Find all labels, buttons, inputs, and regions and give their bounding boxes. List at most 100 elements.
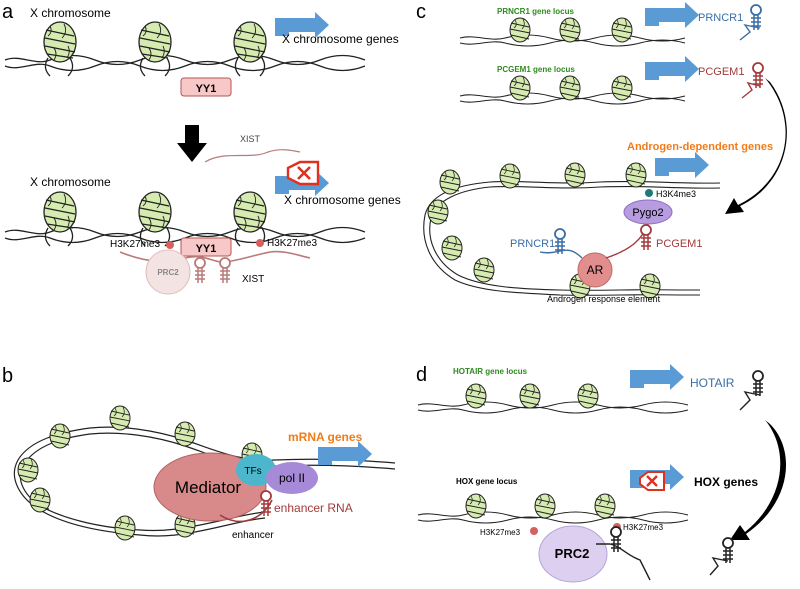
nucleosome-b3 bbox=[174, 421, 196, 447]
nucleosome-b6 bbox=[114, 515, 136, 541]
c-locus2-label: PCGEM1 gene locus bbox=[497, 65, 575, 74]
yy1-box-top bbox=[180, 77, 232, 97]
curved-arrow-c bbox=[725, 78, 787, 214]
b-tfs-label: TFs bbox=[244, 466, 261, 477]
yy1-label-bottom: YY1 bbox=[196, 243, 217, 255]
a-prc2-label: PRC2 bbox=[157, 268, 179, 277]
nucleosome-d4 bbox=[465, 493, 487, 519]
c-rna2-shape bbox=[741, 62, 764, 99]
c-rna1-shape bbox=[739, 4, 762, 41]
prc2-blob-d bbox=[538, 525, 608, 583]
nucleosome-b1 bbox=[49, 423, 71, 449]
h3k27me3-dot-d-left bbox=[530, 527, 538, 535]
nucleosome-c10 bbox=[625, 162, 647, 188]
nucleosome-c5 bbox=[559, 75, 581, 101]
yy1-label-top: YY1 bbox=[196, 83, 217, 95]
a-chrom-label-top: X chromosome bbox=[30, 6, 111, 20]
c-rna1-bound-label: PRNCR1 bbox=[510, 238, 555, 250]
panel-c-letter: c bbox=[416, 1, 426, 23]
nucleosome-a5 bbox=[138, 191, 172, 233]
panel-d: d HOTAIR gene locus HOTAIR HOX gene locu… bbox=[416, 364, 787, 583]
prc2-blob-a bbox=[145, 249, 191, 295]
d-prc2-label: PRC2 bbox=[555, 546, 590, 561]
b-enhancer-label: enhancer bbox=[232, 530, 274, 541]
a-mark-right: H3K27me3 bbox=[267, 238, 317, 249]
d-hotair-shape bbox=[739, 370, 764, 411]
nucleosome-c2 bbox=[559, 17, 581, 43]
a-genes-label-bottom: X chromosome genes bbox=[284, 193, 401, 207]
panel-c: c PRNCR1 gene locus PRNCR1 PCGEM1 gene l… bbox=[416, 1, 787, 304]
c-rna2-bound-label: PCGEM1 bbox=[656, 238, 702, 250]
c-pcgem1-bound-shape bbox=[605, 223, 652, 259]
nucleosome-b2 bbox=[109, 405, 131, 431]
ar-blob bbox=[577, 252, 613, 288]
nucleosome-d1 bbox=[465, 383, 487, 409]
yy1-box-bottom bbox=[180, 237, 232, 257]
nucleosome-b4 bbox=[17, 457, 39, 483]
nucleosome-c9 bbox=[564, 162, 586, 188]
nucleosome-d3 bbox=[577, 383, 599, 409]
nucleosome-a4 bbox=[43, 191, 77, 233]
panel-a-letter: a bbox=[2, 1, 14, 23]
gene-arrow-c3 bbox=[655, 152, 709, 178]
xist-free-label: XIST bbox=[240, 134, 261, 144]
nucleosome-a6 bbox=[233, 191, 267, 233]
pol2-blob bbox=[266, 462, 318, 494]
h3k27me3-dot-a-left bbox=[166, 241, 174, 249]
b-erna-label: enhancer RNA bbox=[274, 501, 353, 515]
d-locus1-label: HOTAIR gene locus bbox=[453, 367, 528, 376]
nucleosome-c1 bbox=[509, 17, 531, 43]
repress-icon-d bbox=[639, 471, 665, 491]
nucleosome-d6 bbox=[594, 493, 616, 519]
d-genes-label: HOX genes bbox=[694, 475, 758, 489]
d-hotair-bound-shape bbox=[596, 526, 651, 581]
nucleosome-c8 bbox=[499, 163, 521, 189]
gene-arrow-b bbox=[318, 441, 372, 467]
c-locus1-label: PRNCR1 gene locus bbox=[497, 7, 574, 16]
c-rna2-label: PCGEM1 bbox=[698, 66, 744, 78]
d-dna-1 bbox=[417, 401, 689, 414]
h3k4me3-dot bbox=[645, 189, 653, 197]
c-are-label: Androgen response element bbox=[547, 294, 661, 304]
nucleosome-c12 bbox=[441, 235, 463, 261]
a-chrom-label-bottom: X chromosome bbox=[30, 175, 111, 189]
down-arrow-a bbox=[177, 125, 207, 162]
c-rna1-label: PRNCR1 bbox=[698, 12, 743, 24]
c-ar-label: AR bbox=[587, 263, 604, 277]
nucleosome-a1 bbox=[43, 21, 77, 63]
nucleosome-c11 bbox=[427, 199, 449, 225]
c-genes-label: Androgen-dependent genes bbox=[627, 141, 773, 153]
xist-free-rna bbox=[204, 149, 301, 163]
nucleosome-c7 bbox=[439, 169, 461, 195]
nucleosome-c6 bbox=[611, 75, 633, 101]
panel-d-letter: d bbox=[416, 364, 427, 386]
d-rna1-label: HOTAIR bbox=[690, 376, 735, 390]
nucleosome-a3 bbox=[233, 21, 267, 63]
nucleosome-c13 bbox=[473, 257, 495, 283]
c-pygo-label: Pygo2 bbox=[632, 207, 663, 219]
gene-arrow-c1 bbox=[645, 2, 699, 28]
d-hotair-released-shape bbox=[709, 537, 734, 576]
panel-a: a X chromosome X chromosome genes YY1 XI… bbox=[2, 1, 401, 295]
d-locus2-label: HOX gene locus bbox=[456, 477, 518, 486]
c-mark-label: H3K4me3 bbox=[656, 189, 696, 199]
a-mark-left: H3K27me3 bbox=[110, 239, 160, 250]
a-genes-label-top: X chromosome genes bbox=[282, 32, 399, 46]
d-mark-left: H3K27me3 bbox=[480, 528, 521, 537]
repress-icon-a bbox=[286, 160, 320, 186]
nucleosome-d5 bbox=[534, 493, 556, 519]
b-genes-label: mRNA genes bbox=[288, 430, 363, 444]
nucleosome-d2 bbox=[519, 383, 541, 409]
c-prncr1-bound-shape bbox=[539, 228, 583, 259]
h3k27me3-dot-a-right bbox=[256, 239, 264, 247]
gene-arrow-c2 bbox=[645, 56, 699, 82]
b-pol-label: pol II bbox=[279, 471, 305, 485]
xist-hairpins bbox=[194, 257, 231, 284]
nucleosome-c3 bbox=[611, 17, 633, 43]
nucleosome-c4 bbox=[509, 75, 531, 101]
d-mark-right: H3K27me3 bbox=[623, 523, 664, 532]
nucleosome-a2 bbox=[138, 21, 172, 63]
panel-b-letter: b bbox=[2, 365, 13, 387]
panel-b: b mRNA genes Mediator TFs pol II enhance… bbox=[2, 365, 396, 541]
